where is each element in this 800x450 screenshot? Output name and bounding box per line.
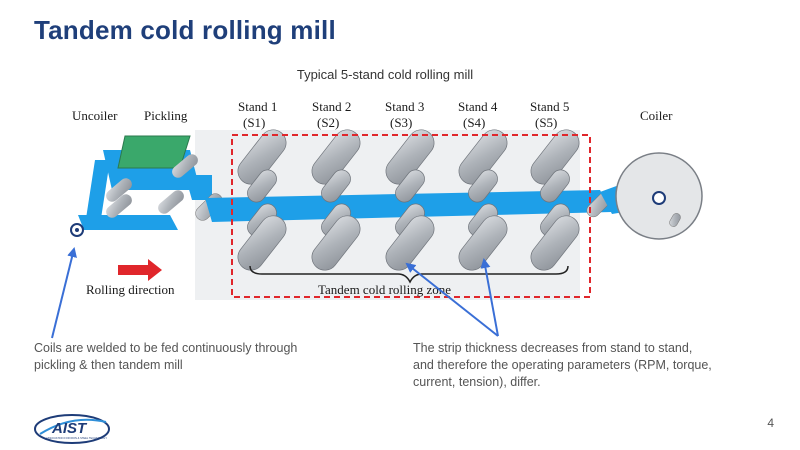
pointer-arrow-right-a xyxy=(405,262,499,337)
stand-5-name: Stand 5 xyxy=(530,99,569,114)
pickling-section xyxy=(70,135,212,237)
rolling-direction-arrow xyxy=(118,259,162,281)
coiler-tension-roll xyxy=(669,213,681,227)
stand-stack-3 xyxy=(385,129,435,271)
pickling-roll-3 xyxy=(158,190,184,214)
stand-2-name: Stand 2 xyxy=(312,99,351,114)
zone-label: Tandem cold rolling zone xyxy=(318,282,451,297)
aist-logo: AIST ASSOCIATION FOR IRON & STEEL TECHNO… xyxy=(34,414,110,444)
aist-logo-subtext: ASSOCIATION FOR IRON & STEEL TECHNOLOGY xyxy=(46,436,107,440)
pickling-strip-to-mill xyxy=(185,175,212,200)
stand-stack-4 xyxy=(458,129,508,271)
uncoiler-label: Uncoiler xyxy=(72,108,118,123)
pickling-roll-2 xyxy=(106,194,132,218)
note-right: The strip thickness decreases from stand… xyxy=(413,341,712,389)
diagram-caption: Typical 5-stand cold rolling mill xyxy=(296,67,474,82)
stand-stack-2 xyxy=(311,129,361,271)
stand-4-code: (S4) xyxy=(463,115,485,130)
note-left: Coils are welded to be fed continuously … xyxy=(34,341,298,372)
pickling-strip-lower xyxy=(78,215,178,230)
stand-3-code: (S3) xyxy=(390,115,412,130)
stand-2-code: (S2) xyxy=(317,115,339,130)
pickling-roll-4 xyxy=(172,154,198,178)
stand-1-name: Stand 1 xyxy=(238,99,277,114)
pickling-label: Pickling xyxy=(144,108,188,123)
aist-logo-text: AIST xyxy=(51,420,88,437)
pickling-roll-1 xyxy=(106,178,132,202)
uncoiler-hub xyxy=(75,228,79,232)
stand-5-code: (S5) xyxy=(535,115,557,130)
coiler-label: Coiler xyxy=(640,108,673,123)
coiler-hub xyxy=(652,191,666,205)
page-number: 4 xyxy=(767,416,774,430)
pickling-strip-riser xyxy=(85,160,110,225)
pointer-arrow-left xyxy=(51,247,77,339)
stand-stack-5 xyxy=(530,129,580,271)
zone-brace xyxy=(249,265,569,284)
stand-1-code: (S1) xyxy=(243,115,265,130)
rolling-direction-label: Rolling direction xyxy=(86,282,175,297)
stand-4-name: Stand 4 xyxy=(458,99,498,114)
stand-3-name: Stand 3 xyxy=(385,99,424,114)
pointer-arrow-right-b xyxy=(480,258,499,337)
stand-stack-1 xyxy=(237,129,287,271)
slide-title: Tandem cold rolling mill xyxy=(34,15,336,45)
mill-strip xyxy=(205,190,612,222)
